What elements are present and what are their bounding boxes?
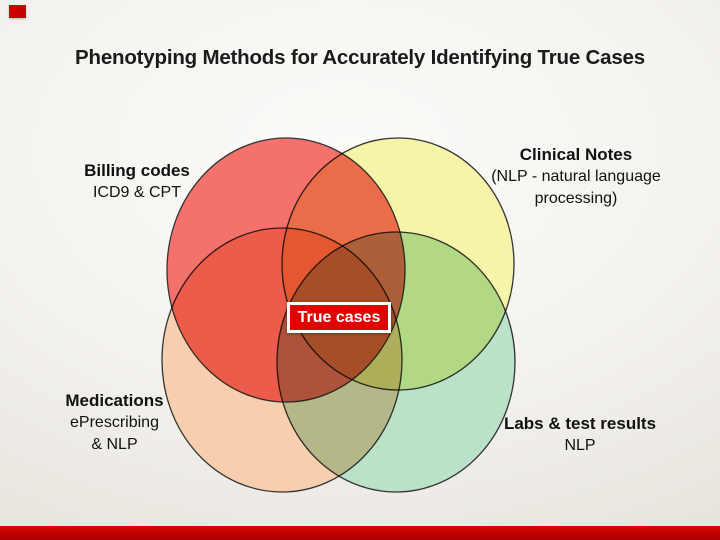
label-billing-codes: Billing codes ICD9 & CPT: [52, 160, 222, 204]
label-clinical-notes: Clinical Notes (NLP - natural language p…: [462, 144, 690, 210]
label-clinical-notes-title: Clinical Notes: [519, 145, 633, 164]
corner-accent-mark: [9, 5, 26, 18]
label-labs-sub: NLP: [564, 437, 596, 454]
label-medications-title: Medications: [65, 391, 164, 410]
label-medications: Medications ePrescribing & NLP: [32, 390, 197, 456]
slide-title: Phenotyping Methods for Accurately Ident…: [75, 46, 645, 69]
bottom-accent-bar: [0, 526, 720, 540]
label-clinical-notes-sub2: processing): [534, 190, 618, 207]
label-labs-title: Labs & test results: [503, 414, 657, 433]
label-billing-codes-sub: ICD9 & CPT: [92, 184, 181, 201]
label-labs-test-results: Labs & test results NLP: [465, 413, 695, 457]
label-medications-sub1: ePrescribing: [70, 414, 159, 431]
venn-circle-labs: [276, 231, 516, 493]
label-billing-codes-title: Billing codes: [84, 161, 190, 180]
label-clinical-notes-sub1: (NLP - natural language: [491, 168, 661, 185]
true-cases-badge: True cases: [287, 302, 391, 333]
label-medications-sub2: & NLP: [91, 436, 138, 453]
